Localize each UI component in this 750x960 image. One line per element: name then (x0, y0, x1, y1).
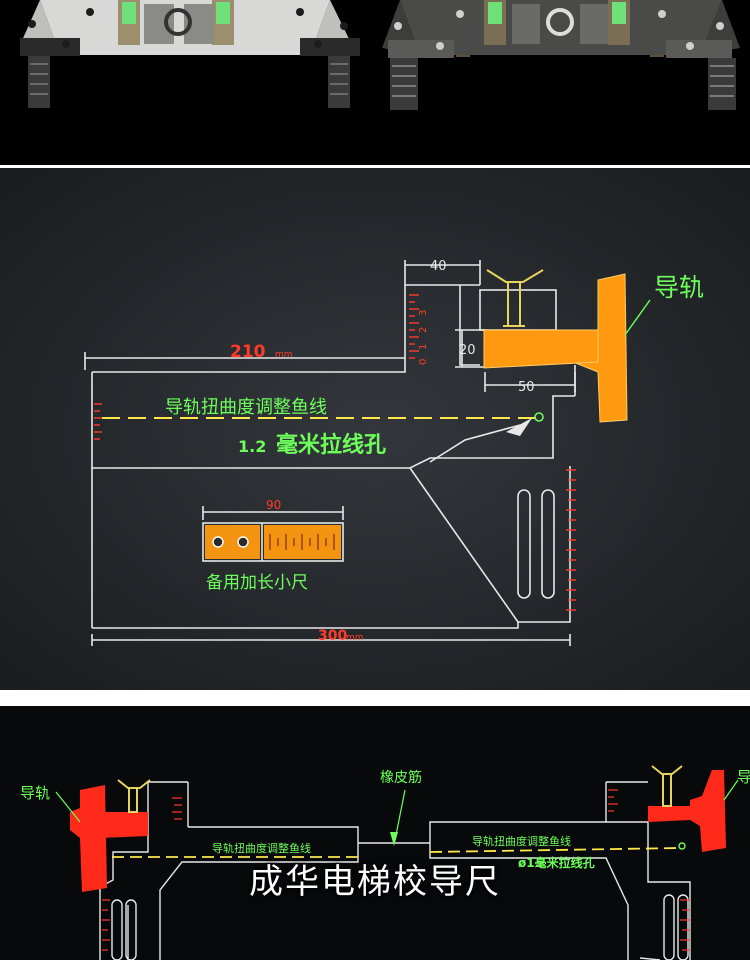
dim-40: 40 (430, 259, 447, 274)
overlay-title: 成华电梯校导尺 (249, 862, 501, 902)
cad-diagram-panel: 0 1 2 3 40 20 50 210 mm (0, 168, 750, 690)
cad-diagram: 0 1 2 3 40 20 50 210 mm (0, 168, 750, 690)
spare-ruler-label: 备用加长小尺 (206, 573, 308, 593)
bottom-rail-label-right: 导 (737, 768, 750, 786)
divider (0, 165, 750, 168)
bottom-diagram: 导轨 导 橡皮筋 导轨扭曲度调整鱼线 导轨扭曲度调整鱼线 ø1毫米拉线孔 (20, 765, 750, 960)
svg-text:0: 0 (418, 359, 429, 365)
hole-number-label: 1.2 (238, 437, 266, 456)
scale-digits: 0 1 2 3 (418, 310, 429, 365)
rail-label: 导轨 (654, 273, 704, 302)
guide-rail-shape (483, 273, 628, 423)
bottom-diagram-panel: 导轨 导 橡皮筋 导轨扭曲度调整鱼线 导轨扭曲度调整鱼线 ø1毫米拉线孔 成华电… (0, 706, 750, 960)
gauge-outline (84, 260, 576, 646)
twist-line-label: 导轨扭曲度调整鱼线 (165, 397, 327, 418)
silver-gauge-photo (20, 0, 360, 108)
divider (0, 690, 750, 706)
bottom-hole-label: ø1毫米拉线孔 (518, 855, 595, 870)
bottom-rail-label-left: 导轨 (20, 784, 50, 802)
hole-label: 毫米拉线孔 (276, 432, 386, 458)
clamp-screw-icon (486, 269, 544, 327)
dim-90: 90 (266, 498, 281, 512)
dim-300: 300 (318, 628, 347, 644)
dim-210: 210 (230, 342, 266, 362)
ruler-hole-icon (212, 536, 224, 548)
rubber-band-label: 橡皮筋 (380, 769, 422, 786)
dim-20: 20 (459, 343, 476, 358)
svg-text:2: 2 (418, 327, 429, 333)
bottom-twist-line-left: 导轨扭曲度调整鱼线 (212, 841, 311, 855)
level-vial-icon (122, 2, 136, 24)
dim-210-unit: mm (275, 350, 293, 360)
dim-300-unit: mm (346, 633, 364, 643)
svg-text:1: 1 (418, 344, 429, 350)
dim-50: 50 (518, 380, 535, 395)
product-photo (20, 0, 740, 110)
bottom-rail-shapes (70, 770, 726, 892)
product-photo-panel (0, 0, 750, 165)
hole-icon (534, 412, 544, 422)
arrow-icon (506, 418, 532, 436)
dark-gauge-photo (382, 0, 740, 110)
bottom-twist-line-right: 导轨扭曲度调整鱼线 (472, 834, 571, 848)
bottom-clamp-icons (117, 765, 683, 813)
svg-text:3: 3 (418, 310, 429, 316)
scale-ticks (94, 294, 576, 611)
